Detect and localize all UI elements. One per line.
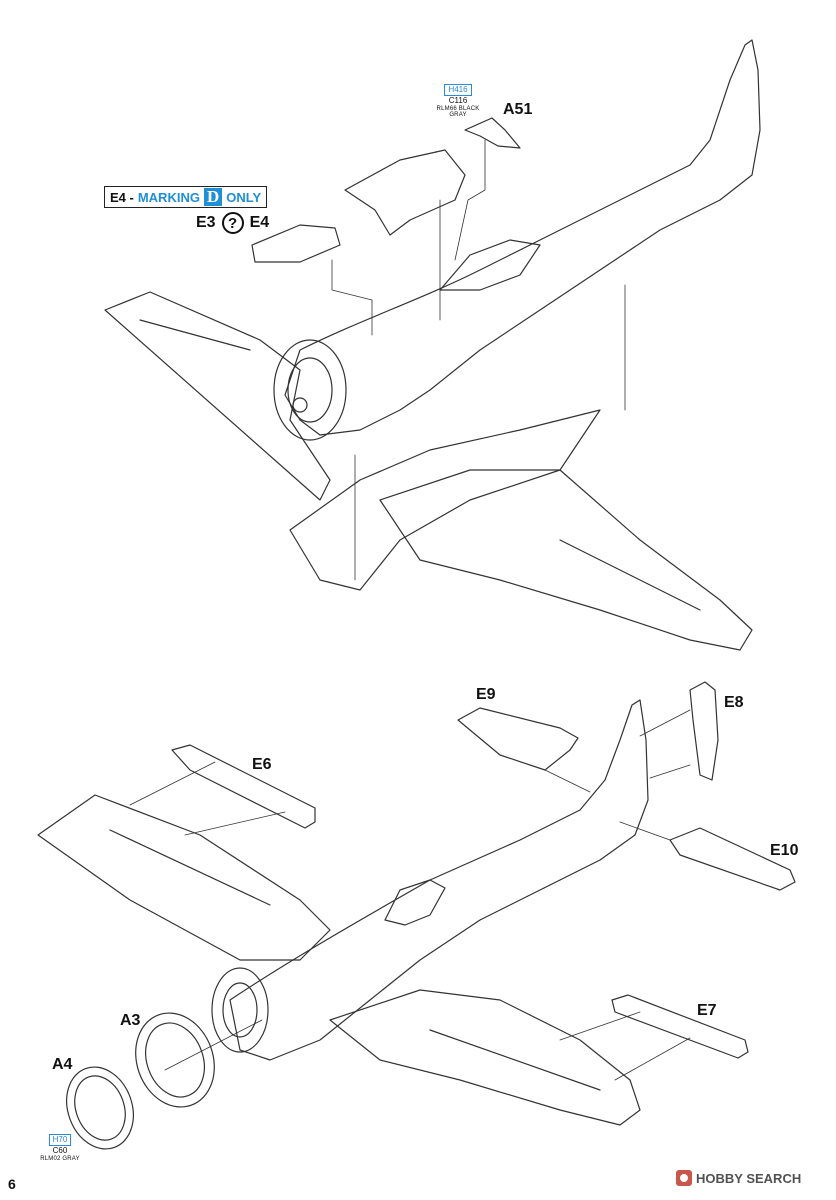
marking-variant-badge: D	[203, 188, 223, 206]
paint-color-name: RLM02 GRAY	[40, 1156, 80, 1162]
top-wing-right	[379, 469, 753, 651]
marking-word: MARKING	[137, 189, 200, 205]
label-a51: A51	[503, 101, 533, 118]
label-e7: E7	[697, 1002, 717, 1019]
part-e4-shape	[251, 224, 341, 263]
guide-e7-b	[614, 1037, 691, 1081]
top-hub	[292, 397, 308, 413]
label-a3: A3	[120, 1012, 141, 1029]
part-e9-shape	[457, 707, 579, 771]
guide-e6-b	[184, 811, 286, 836]
guide-e6-a	[129, 761, 216, 806]
bottom-fuselage	[229, 699, 649, 1061]
top-fuselage	[284, 39, 761, 436]
marking-suffix: ONLY	[226, 189, 262, 205]
bottom-engine-inner	[222, 982, 258, 1038]
watermark: HOBBY SEARCH	[676, 1170, 801, 1186]
bottom-wing-left-panel	[109, 829, 271, 906]
guide-e8-a	[639, 709, 691, 737]
part-e10-shape	[669, 827, 796, 891]
paint-callout-bottom: H70 C60 RLM02 GRAY	[28, 1130, 92, 1162]
paint-h-code: H70	[48, 1134, 72, 1146]
guide-e10	[619, 821, 671, 841]
part-a3-ring	[135, 1012, 215, 1108]
part-a51-shape	[464, 117, 521, 149]
marking-note: E4 - MARKING D ONLY	[104, 186, 268, 208]
top-wing-left-panel	[139, 319, 251, 351]
guide-e4	[331, 259, 373, 336]
bottom-canopy	[384, 879, 446, 926]
top-wing-right-panel	[559, 539, 701, 611]
guide-e9	[544, 769, 591, 793]
label-e8: E8	[724, 694, 744, 711]
paint-callout-top: H416 C116 RLM66 BLACK GRAY	[428, 80, 488, 118]
hobby-search-logo-icon	[676, 1170, 692, 1186]
part-e7-shape	[611, 994, 749, 1059]
part-a3-ring-inner	[145, 1022, 205, 1098]
paint-c-code: C60	[52, 1146, 68, 1155]
paint-h-code: H416	[444, 84, 472, 96]
part-a4-ring	[66, 1066, 134, 1150]
watermark-text: HOBBY SEARCH	[696, 1170, 802, 1186]
label-e9: E9	[476, 686, 496, 703]
top-engine-front	[273, 339, 347, 441]
guide-a51	[454, 139, 486, 261]
bottom-wing-left	[37, 794, 331, 961]
guide-e7-a	[559, 1011, 641, 1041]
top-canopy	[439, 239, 541, 291]
guide-e8-b	[649, 764, 691, 779]
question-icon: ?	[221, 212, 244, 234]
optional-left-part: E3	[196, 214, 216, 231]
page-number: 6	[8, 1176, 16, 1192]
label-a4: A4	[52, 1056, 73, 1073]
top-lower-fuselage	[289, 409, 601, 591]
label-e10: E10	[770, 842, 799, 859]
gun-cover-shape	[344, 149, 466, 236]
top-wing-left	[104, 291, 331, 501]
paint-color-name: RLM66 BLACK GRAY	[436, 106, 480, 118]
part-a4-ring-inner	[74, 1075, 126, 1141]
optional-right-part: E4	[249, 214, 270, 231]
label-e6: E6	[252, 756, 272, 773]
bottom-wing-right	[329, 989, 641, 1126]
paint-c-code: C116	[448, 96, 468, 105]
optional-parts-note: E3 ? E4	[196, 212, 269, 234]
marking-prefix: E4 -	[110, 189, 134, 205]
guide-a3	[164, 1019, 263, 1071]
bottom-wing-right-panel	[429, 1029, 601, 1091]
part-e8-shape	[689, 681, 719, 781]
bottom-engine-front	[211, 967, 269, 1053]
top-engine-inner	[287, 357, 333, 423]
part-e6-shape	[171, 744, 316, 829]
